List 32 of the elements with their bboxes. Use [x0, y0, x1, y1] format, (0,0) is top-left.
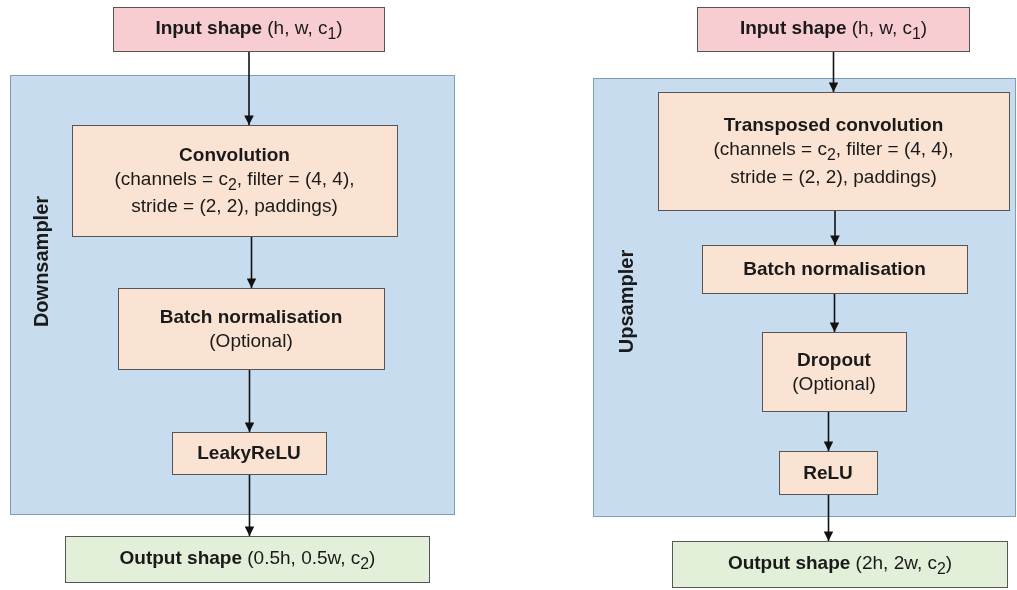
layer-box — [657, 91, 1010, 211]
arrow — [828, 51, 839, 93]
shape-box: Input shape (h, w, c$_{1}$) — [113, 7, 385, 52]
layer-name: Transposed convolution — [723, 113, 944, 138]
layer-params: (Optional) — [209, 328, 293, 353]
arrow — [244, 369, 255, 433]
arrow — [244, 474, 255, 537]
arrow — [823, 494, 834, 542]
shape-box: Output shape (0.5h, 0.5w, c$_{2}$) — [65, 536, 430, 583]
shape-box: Input shape (h, w, c$_{1}$) — [697, 7, 970, 52]
group-panel — [593, 78, 1016, 517]
arrow — [246, 236, 257, 289]
layer-box: Batch normalisation — [701, 244, 968, 294]
group-panel — [10, 75, 455, 515]
panel-title: Downsampler — [29, 195, 53, 327]
layer-params: (Optional) — [792, 371, 876, 396]
layer-box — [117, 287, 385, 370]
layer-name: Convolution — [179, 142, 290, 167]
shape-box: Output shape (2h, 2w, c$_{2}$) — [672, 541, 1008, 588]
layer-params: (channels = c$_{2}$, filter = (4, 4), stride = (2, 2), paddings) — [712, 137, 955, 189]
arrow — [829, 293, 840, 333]
arrow — [823, 411, 834, 452]
layer-name: Dropout — [797, 347, 871, 372]
panel-title: Upsampler — [614, 249, 638, 353]
layer-box: ReLU — [778, 450, 878, 495]
arrow — [244, 51, 254, 126]
layer-box: LeakyReLU — [171, 431, 327, 475]
layer-name: Batch normalisation — [159, 304, 343, 329]
layer-box — [71, 124, 398, 237]
arrow — [830, 210, 840, 246]
layer-params: (channels = c$_{2}$, filter = (4, 4), stride = (2, 2), paddings) — [113, 166, 356, 219]
layer-box — [761, 331, 907, 412]
